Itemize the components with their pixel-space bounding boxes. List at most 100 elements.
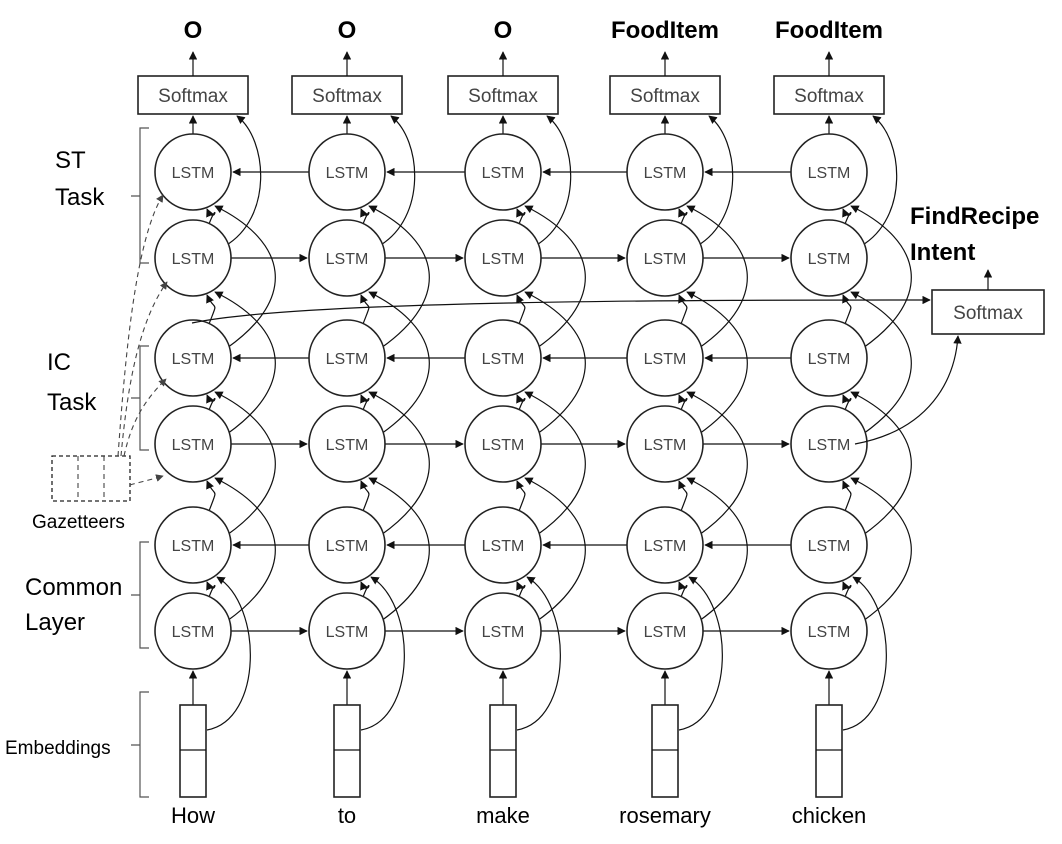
stack-edge [678, 480, 688, 512]
embedding-to-backward-arrow [360, 576, 405, 731]
lstm-label: LSTM [808, 251, 851, 268]
lstm-label: LSTM [482, 165, 525, 182]
lstm-circle [464, 219, 542, 297]
embeddings-label-text: Embeddings [5, 738, 111, 759]
lstm-node-common-backward: LSTM [790, 506, 868, 584]
lstm-label: LSTM [644, 538, 687, 555]
lstm-circle [308, 592, 386, 670]
lstm-label: LSTM [482, 624, 525, 641]
lstm-node-common-forward: LSTM [626, 592, 704, 670]
st-task-label-line1: ST [55, 147, 86, 174]
lstm-circle [464, 506, 542, 584]
lstm-node-ic-backward: LSTM [464, 319, 542, 397]
skip-edge [214, 477, 276, 622]
lstm-node-common-backward: LSTM [308, 506, 386, 584]
stack-edge [516, 208, 526, 225]
stack-edge [678, 581, 688, 598]
lstm-node-common-forward: LSTM [790, 592, 868, 670]
slot-softmax-box [447, 75, 559, 115]
lstm-node-st-backward: LSTM [626, 133, 704, 211]
stack-edge [842, 294, 852, 325]
skip-edge [524, 391, 586, 536]
lstm-node-ic-backward: LSTM [308, 319, 386, 397]
lstm-label: LSTM [172, 624, 215, 641]
lstm-label: LSTM [172, 165, 215, 182]
common-layer-label-line2: Layer [25, 609, 85, 636]
stack-edge [206, 480, 216, 512]
lstm-circle [308, 133, 386, 211]
lstm-node-common-forward: LSTM [154, 592, 232, 670]
stack-edge [516, 581, 526, 598]
lstm-circle [790, 506, 868, 584]
lstm-circle [464, 405, 542, 483]
lstm-node-common-forward: LSTM [464, 592, 542, 670]
lstm-node-st-backward: LSTM [790, 133, 868, 211]
skip-edge [214, 205, 276, 349]
skip-edge [368, 391, 430, 536]
lstm-node-common-backward: LSTM [464, 506, 542, 584]
stack-edge [842, 480, 852, 512]
lstm-circle [790, 133, 868, 211]
embedding-box [815, 704, 843, 798]
stack-edge [206, 394, 216, 411]
stack-edge [360, 294, 370, 325]
stack-edge [678, 208, 688, 225]
nodes: LSTM LSTM LSTM LSTM LSTM LSTM LSTM LSTM LSTM LSTM… [137, 17, 885, 828]
stack-edge [360, 581, 370, 598]
embedding-to-backward-arrow [516, 576, 561, 731]
lstm-circle [626, 133, 704, 211]
stack-edge [516, 480, 526, 512]
lstm-node-st-forward: LSTM [626, 219, 704, 297]
lstm-label: LSTM [326, 437, 369, 454]
lstm-label: LSTM [808, 624, 851, 641]
lstm-label: LSTM [326, 538, 369, 555]
embedding-to-backward-arrow [206, 576, 251, 731]
embedding-box [333, 704, 361, 798]
lstm-label: LSTM [644, 351, 687, 368]
st-forward-to-softmax [860, 115, 898, 247]
stack-edge [842, 394, 852, 411]
st-task-brace [131, 127, 149, 264]
lstm-node-st-forward: LSTM [464, 219, 542, 297]
stack-edge [842, 581, 852, 598]
slot-softmax-label: Softmax [794, 86, 864, 107]
lstm-node-st-backward: LSTM [154, 133, 232, 211]
stack-edge [516, 394, 526, 411]
word-label: to [338, 803, 356, 828]
embedding-box [489, 704, 517, 798]
stack-edge [206, 208, 216, 225]
gazetteer-link-st-forward [120, 281, 168, 457]
common-layer-label: Common Layer [25, 541, 149, 649]
lstm-label: LSTM [172, 437, 215, 454]
lstm-label: LSTM [326, 351, 369, 368]
lstm-node-st-forward: LSTM [154, 219, 232, 297]
stack-edge [360, 394, 370, 411]
common-layer-brace [131, 541, 149, 649]
gazetteer-link-ic-backward [123, 378, 167, 457]
intent-softmax-label: Softmax [953, 303, 1023, 324]
lstm-node-ic-backward: LSTM [626, 319, 704, 397]
skip-edge [850, 477, 912, 622]
lstm-circle [154, 319, 232, 397]
lstm-label: LSTM [808, 165, 851, 182]
lstm-node-ic-forward: LSTM [626, 405, 704, 483]
common-layer-label-line1: Common [25, 574, 122, 601]
lstm-node-st-backward: LSTM [464, 133, 542, 211]
intent-head: Softmax FindRecipe Intent [191, 203, 1045, 445]
lstm-label: LSTM [644, 165, 687, 182]
stack-edge [516, 294, 526, 325]
skip-edge [524, 477, 586, 622]
slot-output-label: FoodItem [775, 17, 883, 44]
st-forward-to-softmax [534, 115, 572, 247]
skip-edge [686, 291, 748, 435]
embeddings-brace [131, 691, 149, 798]
lstm-node-st-forward: LSTM [790, 219, 868, 297]
lstm-circle [154, 506, 232, 584]
embeddings-label: Embeddings [5, 691, 149, 798]
ic-task-label-line1: IC [47, 349, 71, 376]
ic-task-label: IC Task [47, 345, 149, 451]
slot-output-label: O [184, 17, 203, 44]
lstm-node-common-backward: LSTM [154, 506, 232, 584]
